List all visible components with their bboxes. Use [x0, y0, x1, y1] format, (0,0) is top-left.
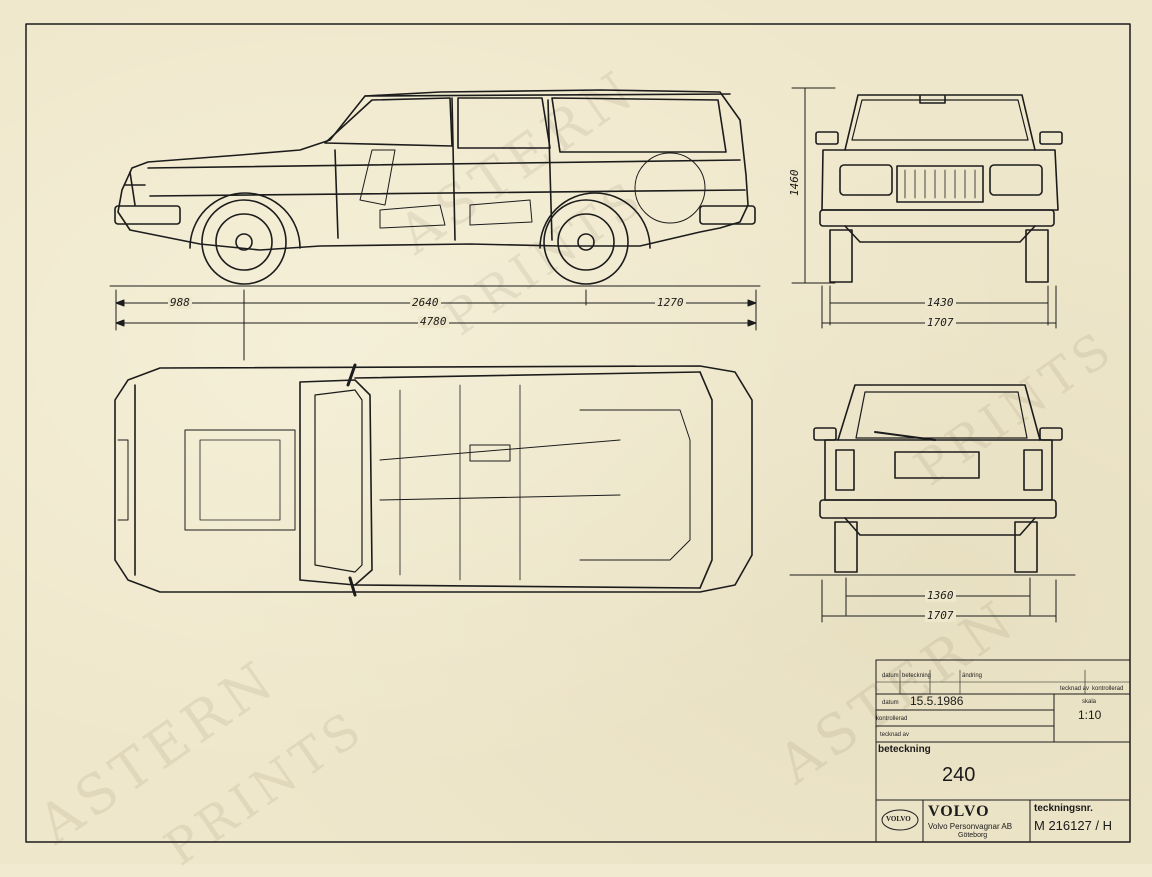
- tecknad-label: tecknad av: [880, 732, 910, 738]
- dim-rear-overhang: 1270: [655, 296, 686, 309]
- beteckning-value: 240: [942, 764, 976, 786]
- rev-header-andring: ändring: [962, 673, 983, 679]
- beteckning-label: beteckning: [878, 744, 931, 755]
- side-view: [109, 89, 761, 287]
- title-block: [875, 659, 1131, 843]
- rev-header-datum: datum: [882, 673, 899, 679]
- dim-wheelbase: 2640: [410, 296, 441, 309]
- dim-rear-track: 1360: [925, 589, 956, 602]
- skala-value: 1:10: [1078, 708, 1102, 722]
- company-name: Volvo Personvagnar AB: [928, 822, 1013, 831]
- rev-header-tecknad: tecknad av: [1060, 686, 1090, 692]
- dim-front-overhang: 988: [168, 296, 192, 309]
- volvo-logo: VOLVO: [886, 815, 911, 823]
- dim-front-track: 1430: [925, 296, 956, 309]
- dim-overall-length: 4780: [418, 315, 449, 328]
- sheet-border: [25, 23, 1131, 843]
- dim-front-width: 1707: [925, 316, 956, 329]
- company-city: Göteborg: [958, 832, 988, 839]
- rear-view: [789, 384, 1076, 576]
- top-view: [114, 363, 753, 597]
- datum-value: 15.5.1986: [910, 694, 964, 708]
- front-dimensions: [791, 87, 1057, 329]
- kontrollerad-label: kontrollerad: [876, 716, 908, 722]
- front-view: [815, 94, 1063, 283]
- brand-name: VOLVO: [928, 803, 990, 820]
- rev-header-kontrollerad: kontrollerad: [1092, 686, 1124, 692]
- teckningsnr-value: M 216127 / H: [1034, 818, 1113, 833]
- dim-height: 1460: [788, 167, 801, 198]
- rev-header-beteckning: beteckning: [902, 673, 932, 679]
- dim-rear-width: 1707: [925, 609, 956, 622]
- teckningsnr-label: teckningsnr.: [1034, 803, 1093, 814]
- datum-label: datum: [882, 700, 899, 706]
- skala-label: skala: [1082, 699, 1097, 705]
